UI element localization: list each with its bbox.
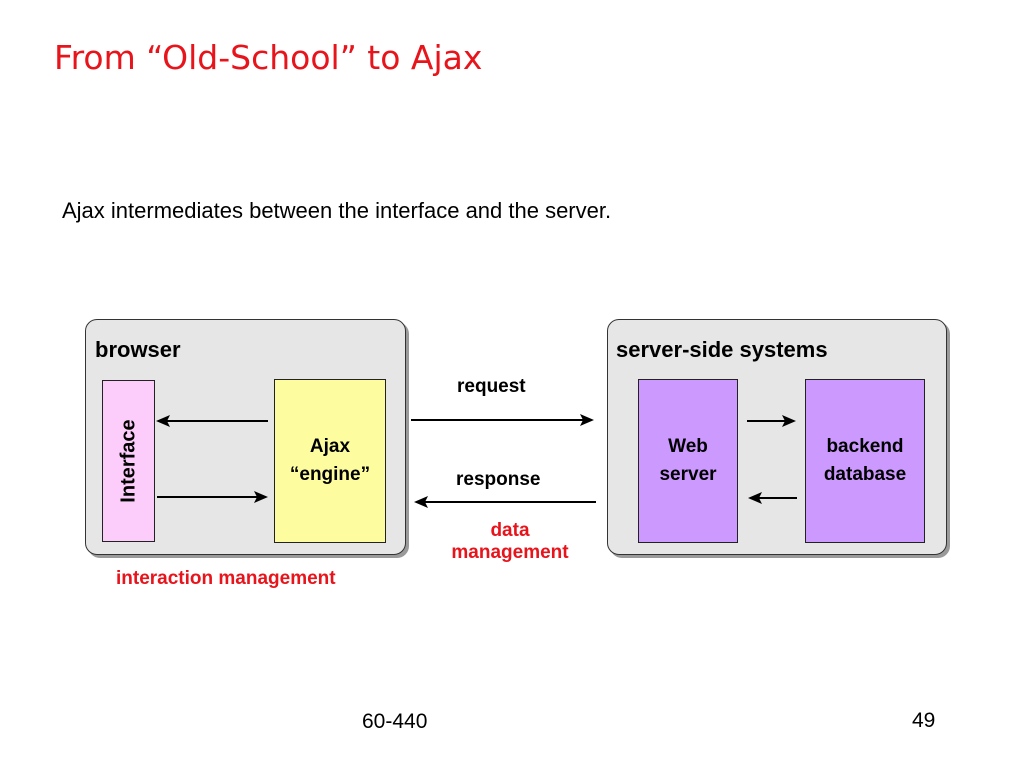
ajax-engine-box: Ajax “engine” [274, 379, 386, 543]
slide-title: From “Old-School” to Ajax [54, 38, 483, 77]
interaction-management-caption: interaction management [116, 568, 336, 589]
ajax-engine-line2: “engine” [289, 464, 371, 485]
slide-subtitle: Ajax intermediates between the interface… [62, 198, 612, 223]
browser-label: browser [95, 337, 181, 362]
backend-database-line2: database [823, 464, 907, 485]
arrow-engine-to-interface [156, 415, 268, 427]
server-label: server-side systems [616, 337, 828, 362]
backend-database-line1: backend [826, 436, 904, 457]
backend-database-box: backend database [805, 379, 925, 543]
request-label: request [457, 376, 526, 397]
data-management-line2: management [451, 542, 569, 563]
ajax-engine-line1: Ajax [309, 436, 351, 457]
web-server-box: Web server [638, 379, 738, 543]
arrow-database-to-web [748, 492, 797, 504]
response-label: response [456, 469, 541, 490]
web-server-line1: Web [668, 436, 708, 457]
arrow-request [411, 414, 594, 426]
web-server-line2: server [659, 464, 717, 485]
data-management-caption: data management [440, 520, 580, 564]
data-management-line1: data [490, 520, 530, 541]
interface-box: Interface [102, 380, 155, 542]
arrow-response [414, 496, 596, 508]
arrow-web-to-database [747, 415, 796, 427]
arrow-interface-to-engine [157, 491, 268, 503]
course-code: 60-440 [362, 710, 428, 733]
page-number: 49 [912, 709, 936, 732]
